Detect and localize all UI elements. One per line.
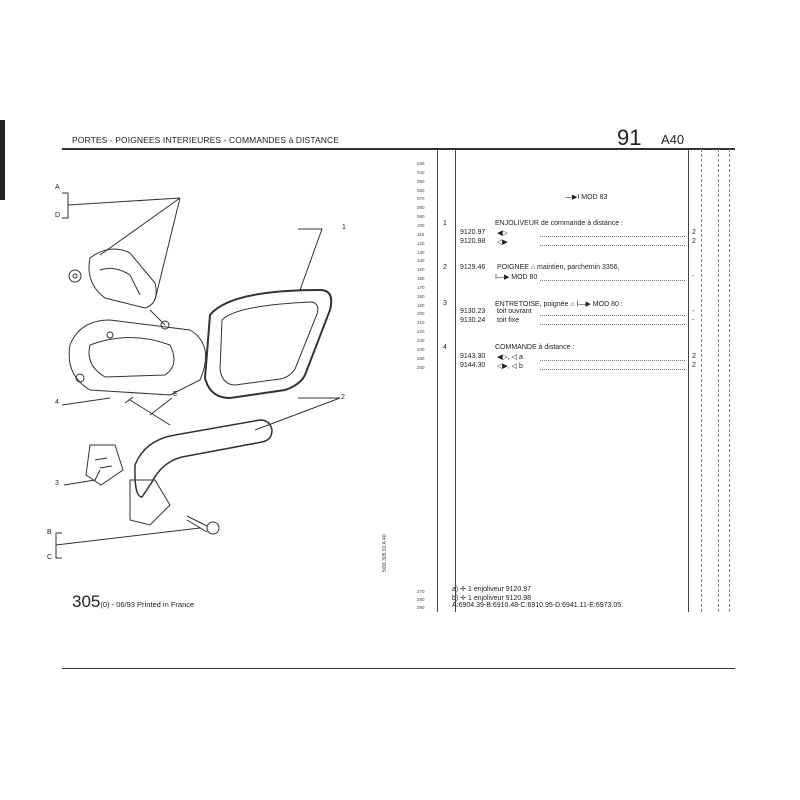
leader-dots [540,244,685,246]
line-number: 230 [417,338,425,343]
line-number: 240 [417,346,425,352]
line-number: 200 [417,311,425,317]
part-description: COMMANDE à distance : [495,343,575,351]
footer-model: 305 [72,592,101,611]
grab-handle-drawing [85,419,273,526]
callout-a: A [55,184,60,191]
line-number: 260 [417,364,425,370]
item-number: 1 [443,219,447,227]
leader-dots [540,315,685,317]
leader-dots [540,368,685,370]
part-description: I—▶ MOD 80 [495,274,538,282]
section-number: 91 [617,125,642,150]
note-line: A:6904.39-B:6910.48-C:6910.95-D:6941.11-… [452,602,624,609]
part-description: ◁▶, ◁ b [497,362,523,370]
line-number: 290 [417,605,425,610]
line-number: 030 [417,161,425,166]
line-number: 080 [417,205,425,211]
item-number: 4 [443,343,447,351]
footer-print-info: (0) - 06/93 Printed in France [100,600,195,609]
line-number: 120 [417,240,425,246]
line-number: 250 [417,355,425,361]
part-reference: 9130.24 [460,317,486,325]
bezel-trim-drawing [203,288,333,400]
quantity: 2 [692,352,696,360]
part-description: POIGNEE ⌂ maintien, parchemin 3356, [497,264,620,272]
line-number: 220 [417,329,425,335]
header-rule [62,148,735,150]
line-number: 210 [417,320,425,326]
leader-dots [540,359,685,361]
part-description: ◁▶ [497,238,508,246]
part-reference: 9143.30 [460,352,486,360]
remote-control-housing-drawing [68,248,207,426]
part-reference: 9120.97 [460,228,486,236]
part-reference: 9130.23 [460,308,486,316]
callout-3: 3 [55,480,59,487]
screw-drawing [186,515,220,535]
line-number: 130 [417,249,425,255]
line-number: 270 [417,589,425,594]
line-number: 150 [417,267,425,273]
callout-d: D [55,212,61,219]
column-divider [718,149,719,612]
line-number: 180 [417,293,425,299]
part-reference: 9144.30 [460,361,486,369]
callout-b: B [47,529,52,536]
quantity: - [692,308,695,316]
column-divider [437,149,438,612]
line-number: 280 [417,597,425,602]
scan-edge-mark [0,120,5,200]
line-number: 060 [417,187,425,193]
part-description: ENJOLIVEUR de commande à distance : [495,219,624,227]
part-description: ◀▷, ◁ a [497,353,523,361]
page-title: PORTES - POIGNEES INTERIEURES - COMMANDE… [72,135,340,145]
line-number: 170 [417,284,425,290]
callout-1: 1 [342,224,346,231]
quantity: 2 [692,237,696,245]
leader-dots [540,324,685,326]
part-reference: 9129.46 [460,264,486,272]
line-number: 190 [417,302,425,308]
column-divider [688,149,689,612]
column-divider [455,149,456,612]
line-number: 050 [417,178,425,184]
callout-2: 2 [341,394,345,401]
line-number: 160 [417,276,425,282]
item-number: 2 [443,264,447,272]
item-number: 3 [443,299,447,307]
note-line: b) ✛ 1 enjoliveur 9120.98 [452,594,532,602]
leader-dots [540,280,685,282]
quantity: 2 [692,361,696,369]
line-number: 100 [417,222,425,228]
line-number: 040 [417,169,425,175]
line-number: 110 [417,231,425,237]
part-description: ◀▷ [497,229,508,237]
part-description: toit ouvrant [497,308,532,316]
part-reference: 9120.98 [460,237,486,245]
leader-dots [540,235,685,237]
callout-lines [55,192,341,559]
part-description: —▶I MOD 83 [565,194,608,202]
quantity: - [692,317,695,325]
quantity: 2 [692,228,696,236]
footer: 305(0) - 06/93 Printed in France [72,592,194,612]
column-divider [701,149,702,612]
line-number: 070 [417,196,425,202]
callout-e: E [173,391,178,398]
column-divider [729,149,730,612]
section-code: A40 [661,132,685,147]
callout-c: C [47,554,53,561]
line-number: 140 [417,258,425,264]
quantity: - [692,273,695,281]
part-description: ENTRETOISE, poignée ⌂ I—▶ MOD 80 : [495,300,623,308]
callout-4: 4 [55,399,59,406]
bottom-rule [62,668,735,669]
part-description: toit fixe [497,317,520,325]
note-line: a) ✛ 1 enjoliveur 9120.97 [452,586,532,593]
line-number: 090 [417,214,425,220]
